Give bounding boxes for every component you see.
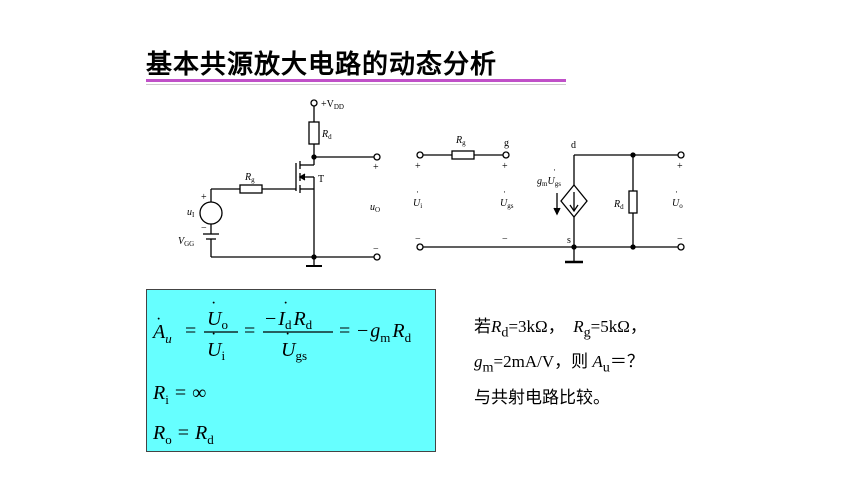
- note-line-1: 若Rd=3kΩ， Rg=5kΩ，: [474, 317, 647, 341]
- circuits-diagram: +VDD Rd Rg T uI VGG uO + − + −: [178, 99, 685, 267]
- equiv-input-minus-sign: −: [415, 234, 421, 245]
- equiv-output-minus-terminal: [677, 243, 685, 251]
- rg-resistor: [239, 184, 263, 194]
- title-underline: [146, 79, 566, 82]
- frac1-den: Ui: [207, 339, 225, 363]
- drain-node-label: d: [571, 140, 576, 151]
- small-signal-equivalent-circuit: [416, 150, 685, 264]
- common-source-amplifier-circuit: [199, 99, 381, 267]
- vgg-label: VGG: [178, 236, 194, 248]
- frac2-num-dot: ·: [283, 295, 288, 312]
- input-plus-sign: +: [201, 192, 207, 203]
- equiv-rg-resistor: [451, 150, 475, 160]
- eq-1: =: [185, 320, 196, 342]
- rd-label: Rd: [321, 129, 332, 141]
- equiv-output-minus-sign: −: [677, 234, 683, 245]
- output-minus-terminal: [373, 253, 381, 261]
- input-source: [199, 201, 223, 225]
- output-minus-sign: −: [373, 244, 379, 255]
- transistor-label: T: [318, 174, 324, 185]
- frac1-num: Uo: [207, 308, 228, 332]
- eq-2: =: [244, 320, 255, 342]
- gm-vgs-label: gmUgs: [537, 176, 561, 188]
- vi-label: Ui: [413, 198, 422, 210]
- slide-title: 基本共源放大电路的动态分析: [146, 50, 498, 80]
- equiv-input-plus-sign: +: [415, 161, 421, 172]
- vdd-terminal: [310, 99, 318, 107]
- ro-formula: Ro=Rd: [152, 422, 214, 447]
- equiv-circuit-labels: Rg g d s + − + − + − Ui · Ugs · gmUgs · …: [413, 135, 683, 246]
- note-line-3: 与共射电路比较。: [474, 387, 610, 407]
- vgs-label: Ugs: [500, 198, 514, 210]
- equiv-gate-terminal: [502, 151, 510, 159]
- title-underline-shadow: [146, 84, 566, 85]
- gm-vgs-dot: ·: [553, 165, 556, 175]
- equiv-rg-label: Rg: [455, 135, 466, 147]
- equiv-rd-resistor: [628, 190, 638, 214]
- equiv-output-plus-sign: +: [677, 161, 683, 172]
- output-plus-sign: +: [373, 162, 379, 173]
- input-label: uI: [187, 207, 195, 219]
- rg-label: Rg: [244, 172, 255, 184]
- equiv-input-plus-terminal: [416, 151, 424, 159]
- exercise-note: 若Rd=3kΩ， Rg=5kΩ， gm=2mA/V，则 Au＝？ 与共射电路比较…: [474, 312, 647, 413]
- rd-resistor: [308, 121, 320, 145]
- left-circuit-labels: +VDD Rd Rg T uI VGG uO + − + −: [178, 99, 380, 255]
- gain-lhs: Au: [151, 321, 172, 346]
- output-label: uO: [370, 202, 380, 214]
- frac1-den-dot: ·: [211, 326, 216, 343]
- frac2-den-dot: ·: [285, 326, 290, 343]
- gate-node-label: g: [504, 138, 509, 149]
- equiv-rd-label: Rd: [613, 199, 624, 211]
- ri-formula: Ri=∞: [152, 382, 206, 407]
- input-minus-sign: −: [201, 223, 207, 234]
- vo-label: Uo: [672, 198, 683, 210]
- vgs-dot: ·: [503, 187, 506, 197]
- note-line-2: gm=2mA/V，则 Au＝？: [474, 352, 644, 376]
- frac2-den: Ugs: [281, 339, 307, 363]
- equiv-gate-minus-sign: −: [502, 234, 508, 245]
- gain-lhs-dot: ·: [156, 311, 161, 328]
- output-plus-terminal: [373, 153, 381, 161]
- eq-3: =: [339, 320, 350, 342]
- equiv-gate-plus-sign: +: [502, 161, 508, 172]
- equiv-output-plus-terminal: [677, 151, 685, 159]
- vi-dot: ·: [416, 187, 419, 197]
- vdd-label: +VDD: [321, 99, 344, 111]
- vo-dot: ·: [675, 187, 678, 197]
- frac1-num-dot: ·: [211, 295, 216, 312]
- source-node-label: s: [567, 235, 571, 246]
